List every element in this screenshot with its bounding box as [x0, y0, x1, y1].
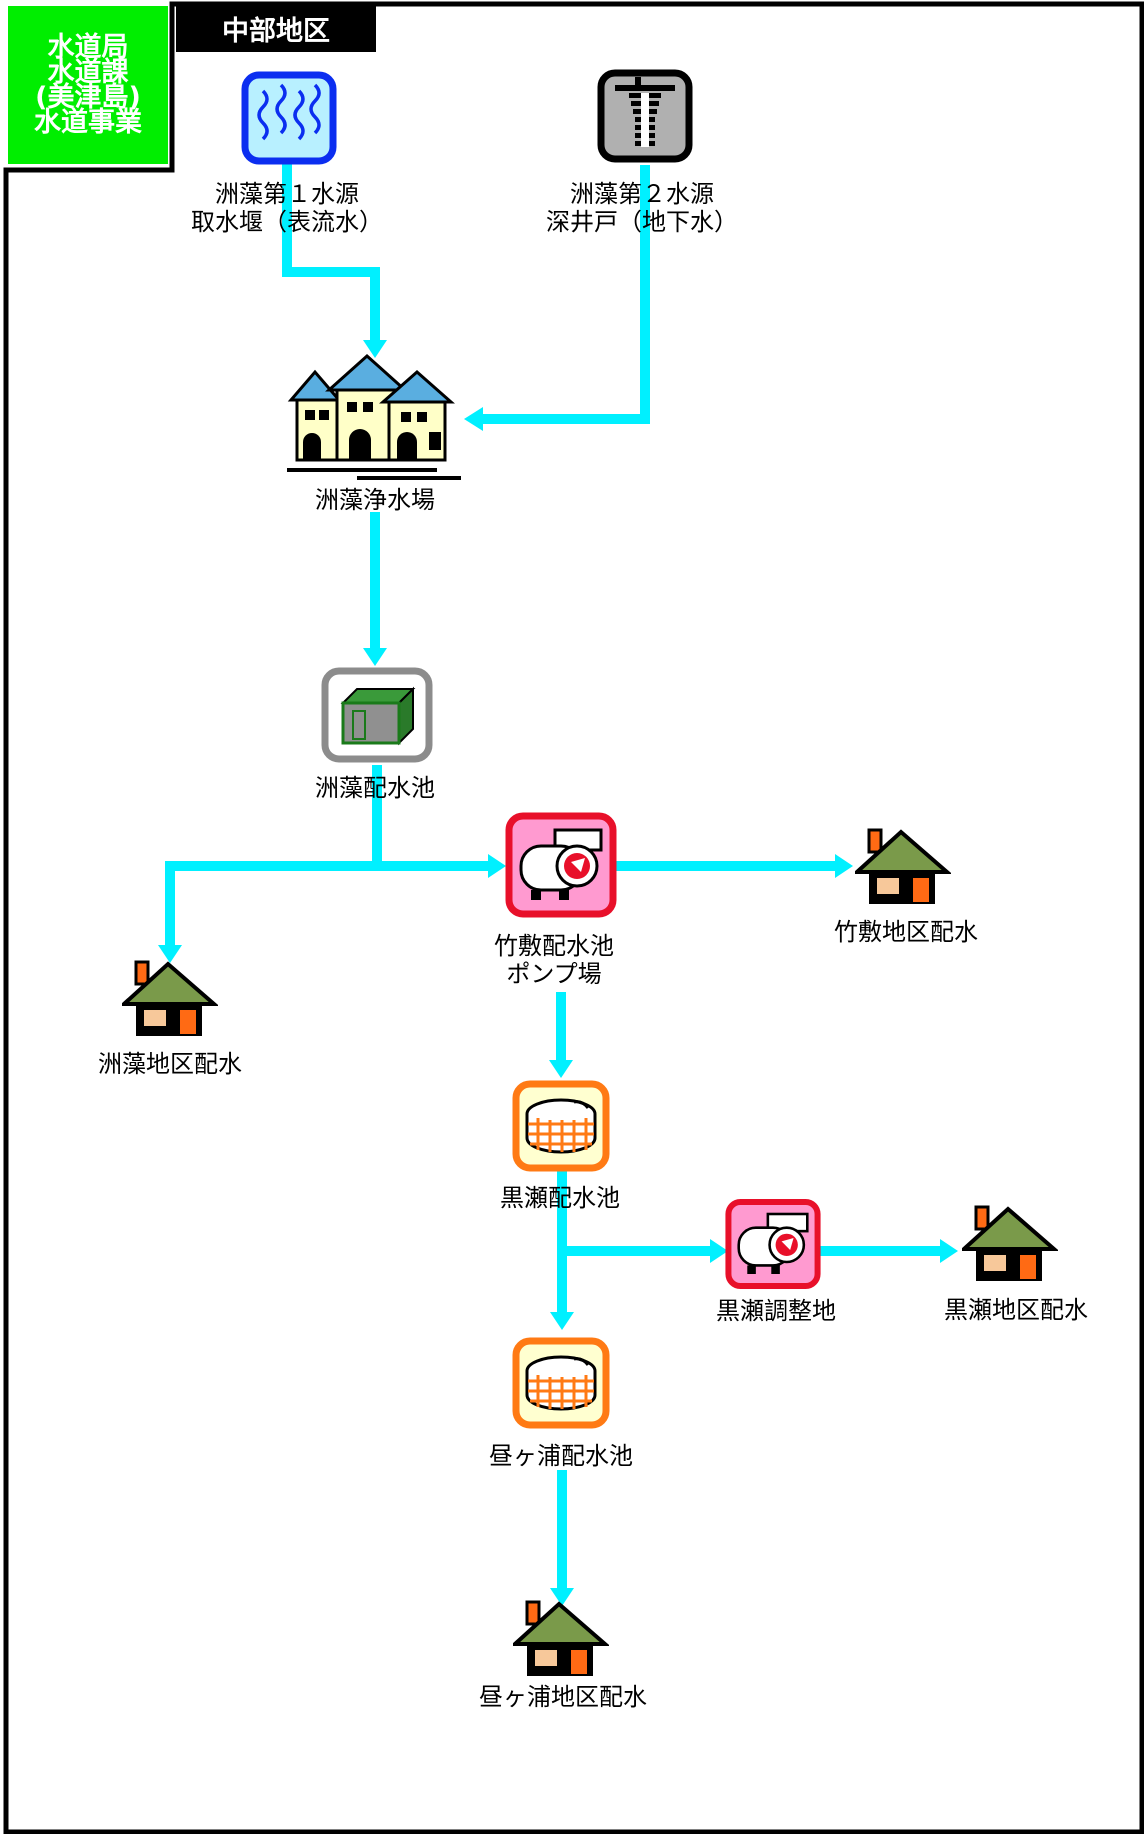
- kurose-reservoir-label: 黒瀬配水池: [500, 1184, 620, 1212]
- pump-icon: [505, 812, 617, 918]
- house-icon: [122, 960, 218, 1036]
- water-bureau-badge: 水道局 水道課 (美津島) 水道事業: [8, 6, 168, 164]
- badge-line: (美津島): [35, 82, 141, 113]
- reservoir-tank-icon: [321, 667, 433, 763]
- district-title: 中部地区: [176, 4, 376, 52]
- takeshiki-pump-name: 竹敷配水池: [494, 932, 614, 960]
- treatment-plant-icon: [287, 353, 461, 480]
- house-icon: [855, 828, 951, 904]
- plant-label: 洲藻浄水場: [315, 486, 435, 514]
- badge-line: 水道課: [47, 57, 129, 88]
- kurose-area-label: 黒瀬地区配水: [944, 1296, 1088, 1324]
- suzu-reservoir-label: 洲藻配水池: [315, 774, 435, 802]
- kurose-regulator-label: 黒瀬調整地: [716, 1297, 836, 1325]
- flow-lines: [165, 162, 940, 1588]
- flow-arrowheads: [158, 340, 958, 1606]
- source2-label: 洲藻第２水源 深井戸（地下水）: [546, 180, 738, 236]
- source2-type: 深井戸（地下水）: [546, 208, 738, 236]
- source1-name: 洲藻第１水源: [215, 180, 359, 208]
- source2-name: 洲藻第２水源: [570, 180, 714, 208]
- badge-line: 水道局: [47, 32, 129, 63]
- house-icon: [962, 1205, 1058, 1281]
- round-reservoir-icon: [512, 1080, 610, 1172]
- badge-line: 水道事業: [34, 107, 142, 138]
- takeshiki-pump-label: 竹敷配水池 ポンプ場: [494, 932, 614, 988]
- round-reservoir-icon: [512, 1337, 610, 1429]
- hirugaura-area-label: 昼ヶ浦地区配水: [479, 1683, 647, 1711]
- pump-icon: [725, 1199, 821, 1289]
- deep-well-icon: [597, 69, 693, 163]
- source1-type: 取水堰（表流水）: [191, 208, 383, 236]
- river-intake-icon: [241, 71, 337, 165]
- takeshiki-pump-type: ポンプ場: [506, 960, 602, 988]
- source1-label: 洲藻第１水源 取水堰（表流水）: [191, 180, 383, 236]
- hirugaura-reservoir-label: 昼ヶ浦配水池: [489, 1442, 633, 1470]
- suzu-area-label: 洲藻地区配水: [98, 1050, 242, 1078]
- house-icon: [513, 1600, 609, 1676]
- takeshiki-area-label: 竹敷地区配水: [834, 918, 978, 946]
